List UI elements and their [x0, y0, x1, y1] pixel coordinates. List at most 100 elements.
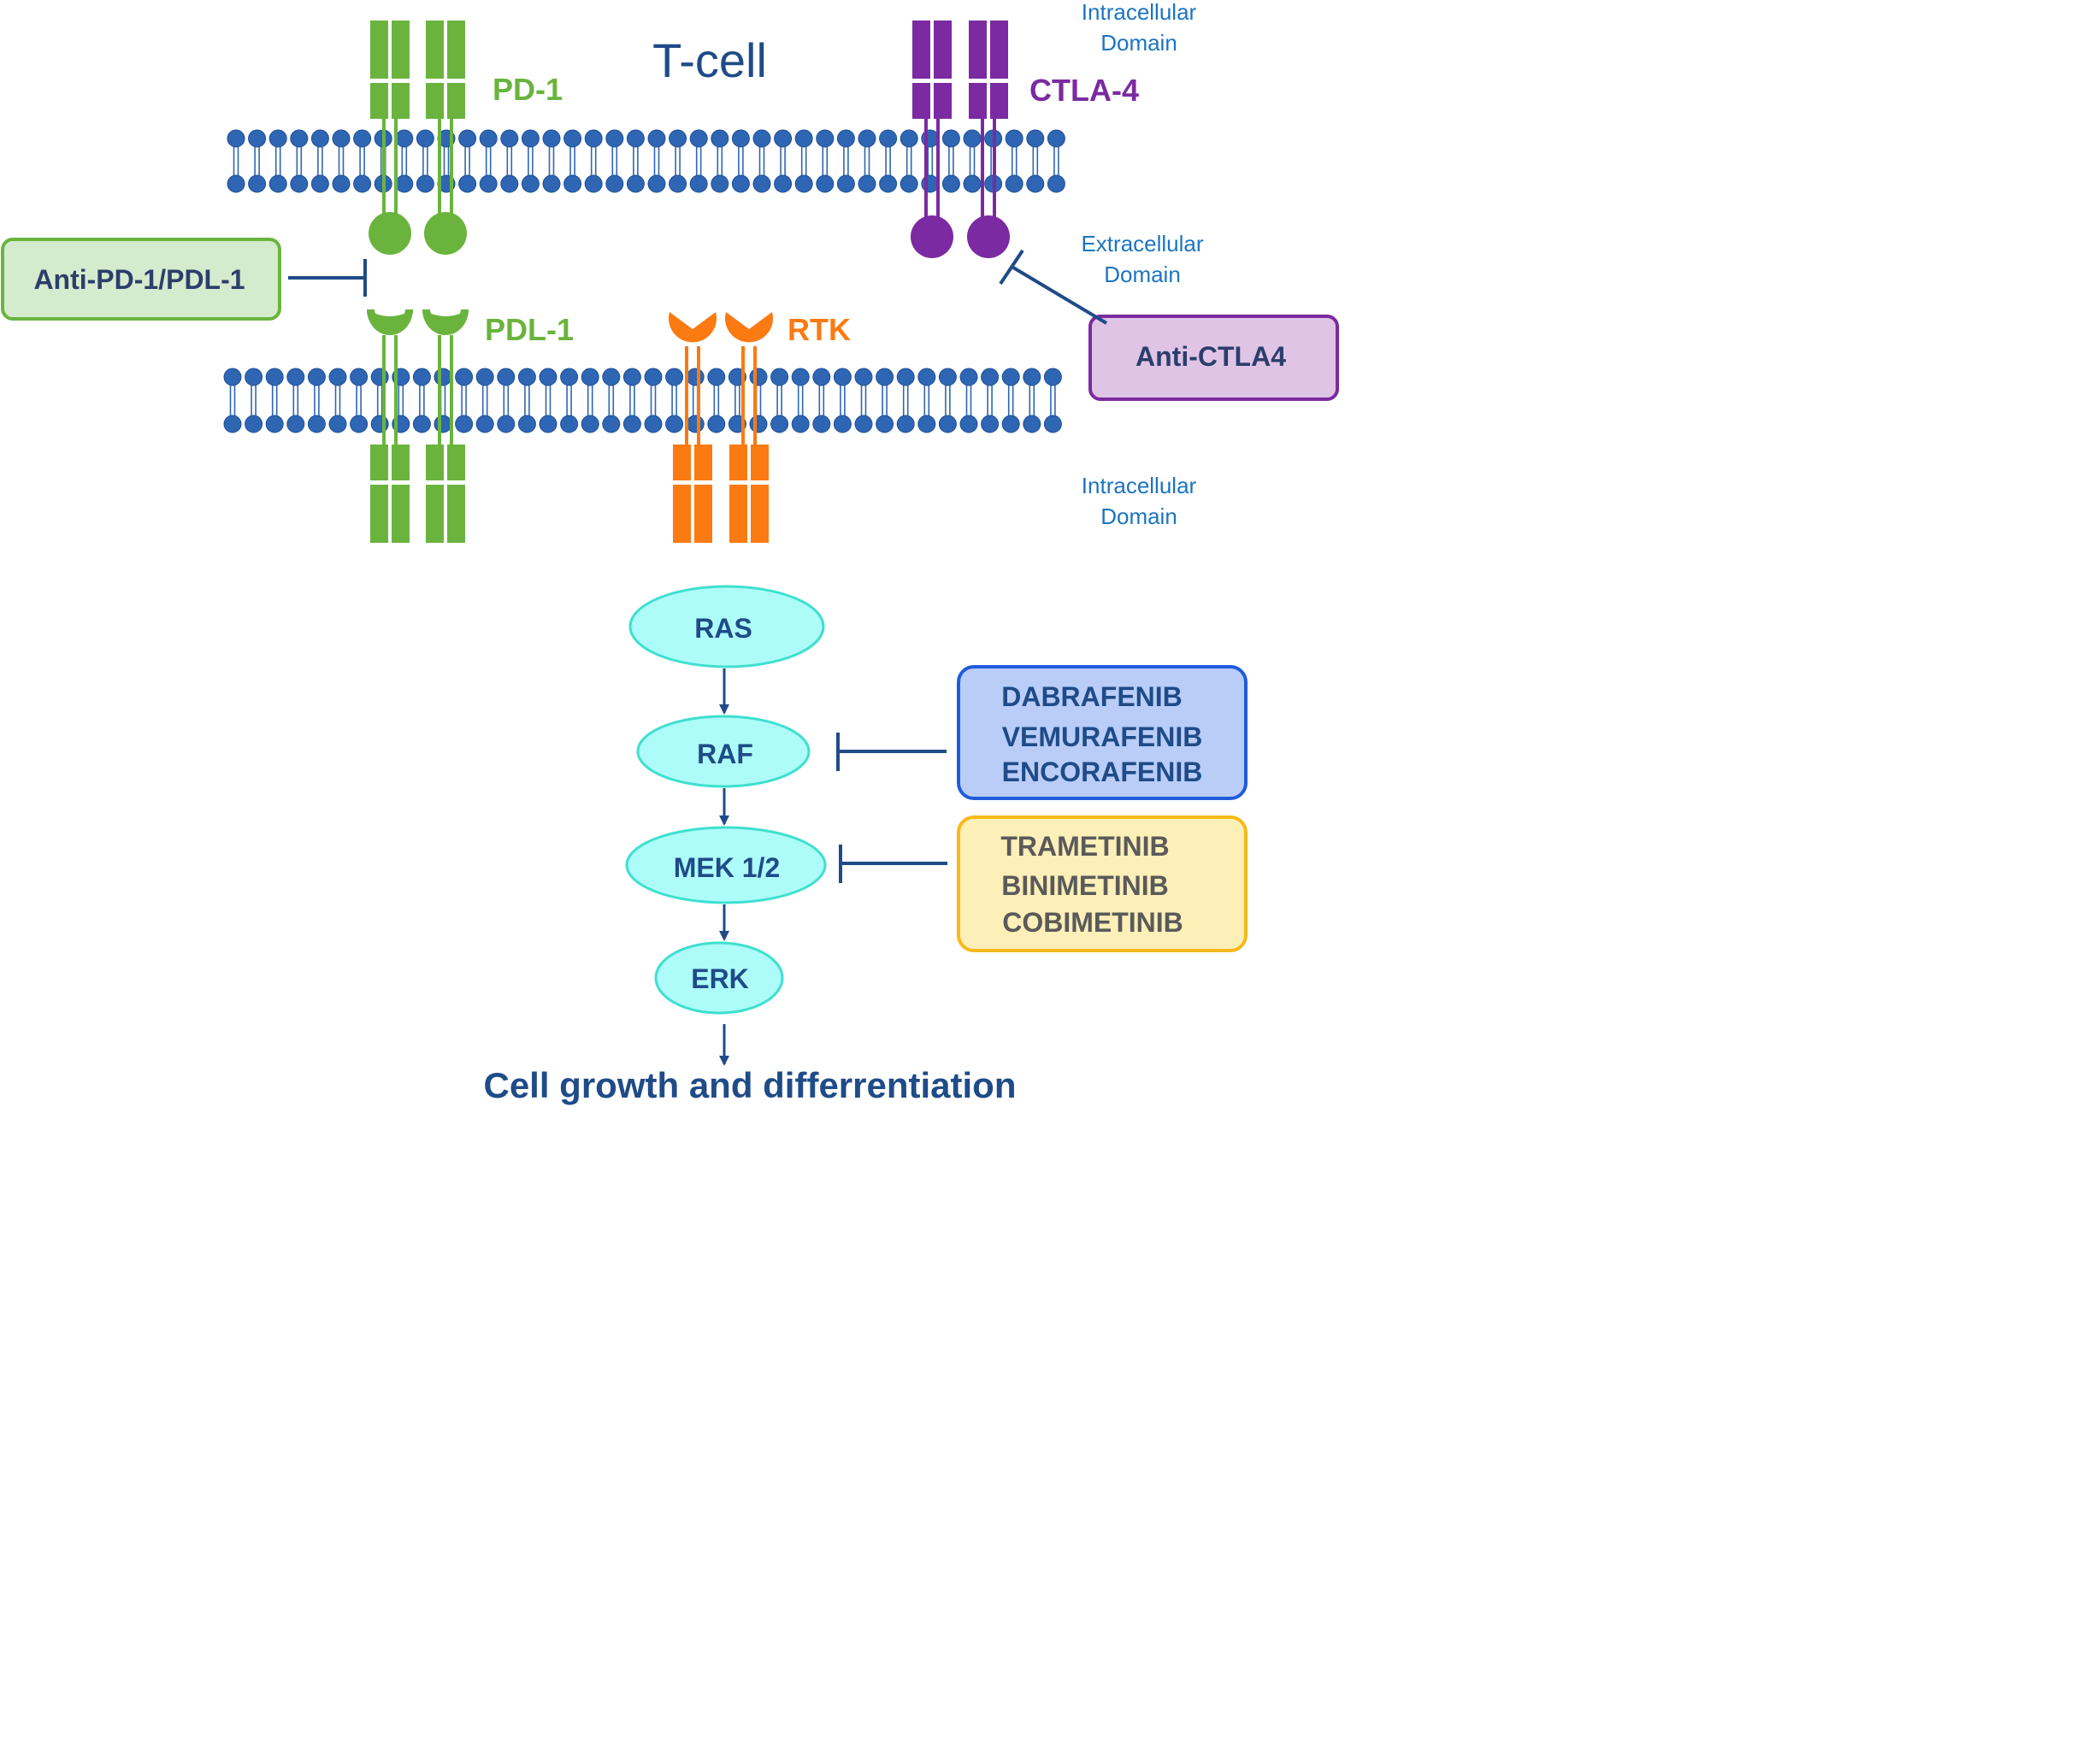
- ligand-block: [694, 485, 712, 543]
- lipid-head: [794, 129, 813, 148]
- receptor-stalk: [394, 119, 398, 233]
- receptor-block: [912, 21, 930, 79]
- receptor-block: [969, 21, 987, 79]
- receptor-block: [426, 21, 444, 79]
- lipid-head: [539, 368, 557, 386]
- lipid-head: [665, 415, 684, 433]
- t-cell-label: T-cell: [652, 33, 767, 87]
- lipid-head: [350, 415, 369, 433]
- receptor-block: [392, 83, 410, 119]
- lipid-head: [581, 368, 599, 386]
- lipid-head: [647, 174, 666, 193]
- receptor-ligand-domain: [424, 212, 467, 255]
- receptor-block: [934, 21, 952, 79]
- lipid-head: [858, 129, 876, 148]
- lipid-head: [458, 174, 477, 193]
- lipid-head: [455, 415, 474, 433]
- lipid-head: [774, 129, 793, 148]
- lipid-head: [517, 415, 536, 433]
- lipid-head: [1005, 129, 1023, 148]
- lipid-head: [900, 174, 918, 193]
- receptor-block: [447, 83, 465, 119]
- mek-node: [625, 826, 827, 904]
- lipid-head: [644, 415, 663, 433]
- ligand-stalk: [741, 346, 745, 445]
- erk-node: [654, 941, 784, 1015]
- lipid-head: [290, 174, 309, 193]
- lipid-head: [310, 174, 329, 193]
- lipid-head: [602, 368, 621, 386]
- ligand-cup: [367, 309, 413, 335]
- lipid-head: [479, 129, 498, 148]
- lipid-head: [879, 174, 898, 193]
- ligand-stalk: [697, 346, 700, 445]
- lipid-head: [791, 368, 810, 386]
- lipid-head: [1043, 368, 1062, 386]
- lipid-head: [265, 415, 284, 433]
- lipid-head: [794, 174, 813, 193]
- lipid-head: [876, 415, 894, 433]
- lipid-head: [854, 415, 873, 433]
- receptor-block: [370, 21, 388, 79]
- lipid-head: [307, 368, 326, 386]
- lipid-head: [938, 415, 957, 433]
- lipid-head: [542, 129, 561, 148]
- lipid-head: [332, 129, 351, 148]
- lipid-head: [963, 129, 982, 148]
- lipid-head: [497, 368, 516, 386]
- lipid-head: [689, 129, 708, 148]
- anti-pd1-box: [1, 238, 281, 321]
- lipid-head: [959, 368, 978, 386]
- lipid-head: [310, 129, 329, 148]
- lipid-head: [896, 415, 915, 433]
- lipid-head: [711, 129, 729, 148]
- lipid-head: [581, 415, 599, 433]
- lipid-head: [622, 368, 641, 386]
- lipid-head: [584, 129, 603, 148]
- receptor-stalk: [924, 119, 928, 237]
- lipid-head: [353, 174, 372, 193]
- lipid-head: [1005, 174, 1023, 193]
- receptor-stalk: [438, 119, 441, 233]
- receptor-ligand-domain: [967, 215, 1010, 258]
- ligand-block: [426, 485, 444, 543]
- lipid-head: [560, 415, 579, 433]
- lipid-head: [731, 129, 750, 148]
- lipid-head: [605, 129, 624, 148]
- lipid-head: [245, 415, 263, 433]
- lipid-head: [605, 174, 624, 193]
- receptor-block: [426, 83, 444, 119]
- lipid-head: [1047, 174, 1065, 193]
- anti-ctla4-box: [1088, 315, 1339, 401]
- anti-ctla4-inhibit-line: [1012, 266, 1108, 325]
- receptor-ligand-domain: [911, 215, 953, 258]
- lipid-head: [836, 174, 855, 193]
- lipid-head: [941, 129, 960, 148]
- lipid-head: [858, 174, 876, 193]
- lipid-head: [458, 129, 477, 148]
- lipid-head: [542, 174, 561, 193]
- ligand-block: [447, 445, 465, 480]
- lipid-head: [879, 129, 898, 148]
- lipid-head: [434, 368, 452, 386]
- lipid-head: [328, 368, 347, 386]
- anti-ctla4-label: Anti-CTLA4: [1136, 341, 1286, 372]
- ligand-stalk: [685, 346, 688, 445]
- lipid-head: [981, 368, 1000, 386]
- lipid-head: [770, 368, 789, 386]
- mek-drug-3: COBIMETINIB: [1002, 907, 1183, 938]
- lipid-head: [686, 415, 705, 433]
- ctla4-label: CTLA-4: [1029, 73, 1139, 108]
- lipid-head: [921, 174, 940, 193]
- rtk-receptor-pair: [669, 312, 773, 543]
- receptor-ligand-domain: [369, 212, 411, 255]
- lipid-head: [521, 129, 540, 148]
- receptor-block: [370, 83, 388, 119]
- ras-node: [628, 585, 825, 668]
- lipid-head: [370, 368, 389, 386]
- ligand-block: [694, 445, 712, 480]
- lipid-head: [412, 368, 431, 386]
- lipid-head: [812, 415, 831, 433]
- ligand-block: [751, 485, 769, 543]
- lipid-head: [938, 368, 957, 386]
